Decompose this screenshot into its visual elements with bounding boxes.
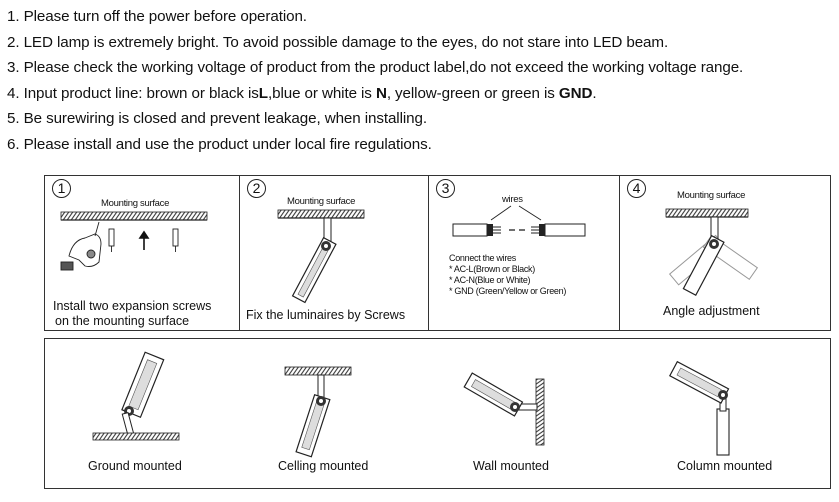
note-4: 4. Input product line: brown or black is… (7, 84, 597, 102)
step-number: 4 (627, 179, 646, 198)
line-l: L (258, 84, 268, 102)
wire-item-n: * AC-N(Blue or White) (449, 275, 531, 285)
safety-notes: 1. Please turn off the power before oper… (7, 4, 743, 158)
step-4: 4 Mounting surface Angle adjustment (620, 176, 832, 330)
note-2: 2. LED lamp is extremely bright. To avoi… (7, 33, 669, 51)
wire-item-l: * AC-L(Brown or Black) (449, 264, 535, 274)
step-number: 3 (436, 179, 455, 198)
installation-steps: 1 Mounting surface Install two expansion… (44, 175, 831, 331)
mounting-surface-label: Mounting surface (287, 196, 356, 207)
mounting-illustrations (92, 351, 730, 458)
note-3: 3. Please check the working voltage of p… (7, 59, 744, 77)
step-4-illustration (665, 208, 759, 297)
step-1-illustration (60, 211, 208, 271)
step-2-caption: Fix the luminaires by Screws (246, 308, 406, 322)
step-number: 2 (247, 179, 266, 198)
wire-item-gnd: * GND (Green/Yellow or Green) (449, 286, 567, 296)
step-3-illustration (452, 205, 586, 237)
step-3: 3 wires Connect the wires * AC-L(Brown o… (429, 176, 620, 330)
ground-mounted-label: Ground mounted (88, 459, 182, 473)
wall-mounted-label: Wall mounted (473, 459, 549, 473)
mounting-surface-label: Mounting surface (677, 190, 746, 201)
note-6: 6. Please install and use the product un… (7, 135, 432, 153)
wires-label: wires (502, 194, 523, 205)
mounting-surface-label: Mounting surface (101, 198, 170, 209)
ceiling-mounted-label: Celling mounted (278, 459, 369, 473)
line-gnd: GND (558, 84, 593, 102)
wires-title: Connect the wires (449, 253, 516, 263)
step-2-illustration (277, 209, 365, 304)
step-1-caption-line1: Install two expansion screws (53, 299, 212, 313)
ground-mount-figure (92, 351, 180, 441)
step-4-caption: Angle adjustment (663, 304, 760, 318)
mounting-options: Ground mounted Celling mounted Wall moun… (44, 338, 831, 489)
ceiling-mount-figure (284, 366, 352, 458)
line-n: N (375, 84, 387, 102)
step-2: 2 Mounting surface Fix the luminaires by… (240, 176, 429, 330)
step-1-caption-line2: on the mounting surface (55, 314, 190, 328)
wires-instructions: Connect the wires * AC-L(Brown or Black)… (449, 253, 566, 297)
column-mounted-label: Column mounted (677, 459, 773, 473)
note-5: 5. Be surewiring is closed and prevent l… (7, 110, 427, 128)
wall-mount-figure (463, 372, 545, 446)
column-mount-figure (668, 360, 730, 456)
step-number: 1 (52, 179, 71, 198)
step-1: 1 Mounting surface Install two expansion… (45, 176, 240, 330)
note-1: 1. Please turn off the power before oper… (7, 8, 307, 25)
